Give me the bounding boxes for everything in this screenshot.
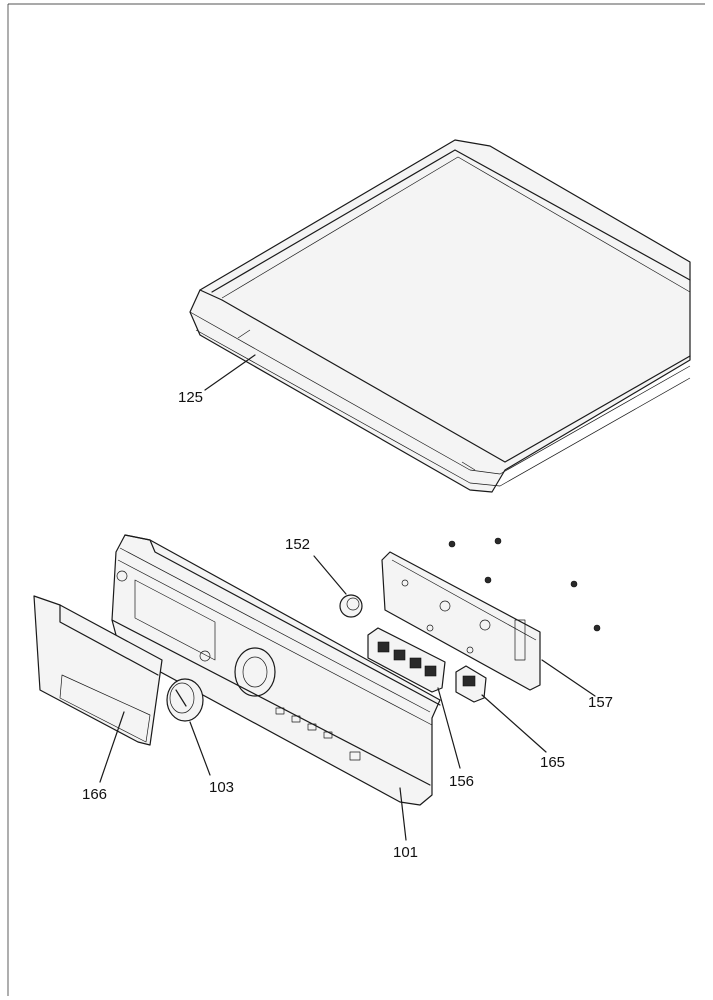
leader-156: [437, 687, 461, 769]
screws: [448, 537, 601, 632]
callout-165: 165: [540, 754, 565, 771]
callout-166: 166: [82, 786, 107, 803]
callout-125: 125: [178, 389, 203, 406]
leader-125: [204, 354, 256, 391]
top-lid-part: [189, 139, 691, 493]
callout-103: 103: [209, 779, 234, 796]
button-strip-part: [367, 627, 446, 693]
electronic-board-part: [381, 551, 541, 691]
button-cap-part: [339, 594, 363, 618]
callout-101: 101: [393, 844, 418, 861]
callout-156: 156: [449, 773, 474, 790]
drawer-door-part: [33, 595, 163, 746]
leader-166: [99, 711, 125, 783]
switch-part: [455, 665, 487, 703]
callout-157: 157: [588, 694, 613, 711]
leader-101: [399, 787, 407, 841]
knob-part: [166, 678, 204, 722]
leader-152: [313, 555, 347, 595]
control-panel-part: [111, 534, 441, 806]
leader-165: [481, 694, 547, 753]
leader-157: [541, 659, 596, 697]
callout-152: 152: [285, 536, 310, 553]
leader-103: [189, 721, 211, 776]
